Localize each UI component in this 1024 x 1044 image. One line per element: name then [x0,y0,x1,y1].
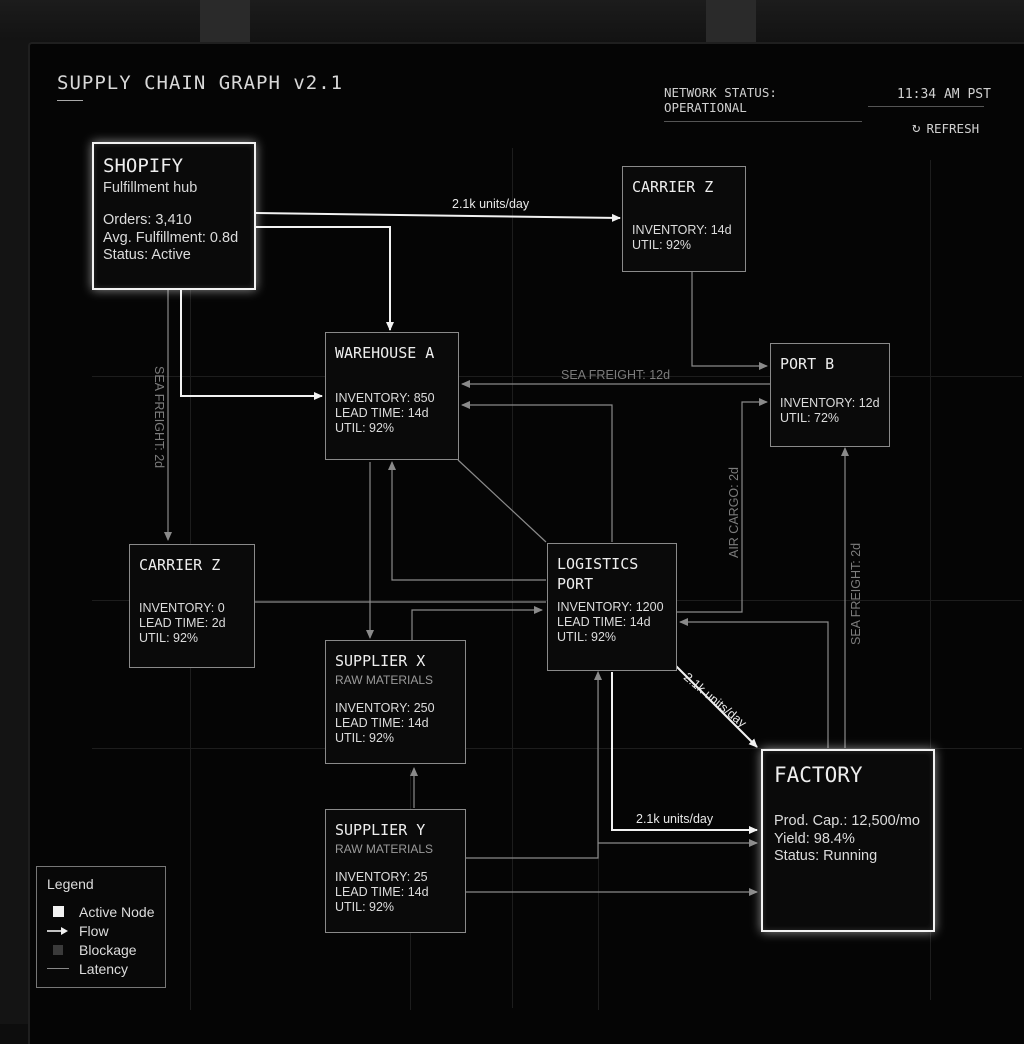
blockage-swatch-icon [53,944,63,955]
node-stat: UTIL: 92% [557,630,617,644]
refresh-icon: ↻ [912,120,921,136]
node-name: LOGISTICS [557,555,639,573]
legend-item: Blockage [47,940,155,959]
legend: Legend Active Node Flow Blockage Latency [36,866,166,988]
legend-label: Active Node [79,903,155,920]
node-supplier-x[interactable]: SUPPLIER X RAW MATERIALS INVENTORY: 250 … [325,640,466,764]
node-name: PORT B [780,355,835,373]
node-stat: INVENTORY: 12d [780,396,880,410]
legend-label: Latency [79,960,129,977]
flow-arrow-icon [47,926,69,936]
edge-label-sea-freight-right: SEA FREIGHT: 2d [849,542,863,645]
legend-item: Flow [47,921,155,940]
node-stat: INVENTORY: 14d [632,223,732,237]
node-warehouse-a[interactable]: WAREHOUSE A INVENTORY: 850 LEAD TIME: 14… [325,332,459,460]
network-status: NETWORK STATUS: OPERATIONAL [664,85,862,122]
background-wall-left [0,40,30,1024]
node-stat: Avg. Fulfillment: 0.8d [103,229,239,246]
background-post [200,0,250,48]
active-node-swatch-icon [52,906,64,917]
node-stat: UTIL: 92% [632,238,692,252]
node-shopify[interactable]: SHOPIFY Fulfillment hub Orders: 3,410 Av… [92,142,256,290]
node-stat: INVENTORY: 25 [335,870,428,884]
node-name: FACTORY [774,763,863,787]
node-carrier-z-top[interactable]: CARRIER Z INVENTORY: 14d UTIL: 92% [622,166,746,272]
node-name: CARRIER Z [632,178,714,196]
node-stat: LEAD TIME: 14d [335,885,429,899]
node-name: SHOPIFY [103,155,184,177]
grid-line [930,160,931,1000]
node-logistics-port[interactable]: LOGISTICS PORT INVENTORY: 1200 LEAD TIME… [547,543,677,671]
node-stat: LEAD TIME: 14d [557,615,651,629]
legend-label: Flow [79,922,109,939]
legend-item: Latency [47,959,155,978]
node-name: SUPPLIER X [335,652,426,670]
node-stat: LEAD TIME: 14d [335,406,429,420]
node-supplier-y[interactable]: SUPPLIER Y RAW MATERIALS INVENTORY: 25 L… [325,809,466,933]
clock-time: 11:34 AM PST [897,87,991,102]
edge-label-sea-freight-port: SEA FREIGHT: 12d [561,368,671,382]
title-underline [57,100,83,101]
node-stat: UTIL: 92% [139,631,199,645]
node-subtitle: RAW MATERIALS [335,673,434,687]
edge-label-sea-freight-left: SEA FREIGHT: 2d [152,366,166,469]
node-stat: UTIL: 72% [780,411,840,425]
page-title: SUPPLY CHAIN GRAPH v2.1 [57,72,344,94]
node-stat: Orders: 3,410 [103,212,192,228]
node-stat: Status: Running [774,848,878,864]
node-subtitle: Fulfillment hub [103,180,198,196]
node-factory[interactable]: FACTORY Prod. Cap.: 12,500/mo Yield: 98.… [761,749,935,932]
latency-line-icon [47,968,69,969]
legend-title: Legend [47,876,94,892]
node-carrier-z-left[interactable]: CARRIER Z INVENTORY: 0 LEAD TIME: 2d UTI… [129,544,255,668]
divider [868,106,984,107]
grid-line [92,376,1022,377]
edge-label-logistics-factory-h: 2.1k units/day [636,812,714,826]
node-stat: INVENTORY: 0 [139,601,225,615]
node-subtitle: RAW MATERIALS [335,842,434,856]
node-port-b[interactable]: PORT B INVENTORY: 12d UTIL: 72% [770,343,890,447]
edge-label-air-cargo: AIR CARGO: 2d [727,467,741,558]
node-stat: Status: Active [103,247,191,263]
node-stat: Yield: 98.4% [774,830,855,847]
grid-line [512,148,513,1008]
node-name: CARRIER Z [139,556,221,574]
edge-label-shopify-carrier: 2.1k units/day [452,197,530,211]
node-stat: Prod. Cap.: 12,500/mo [774,813,920,829]
node-name: SUPPLIER Y [335,821,426,839]
background-wall [0,0,1024,48]
node-stat: LEAD TIME: 2d [139,616,226,630]
node-name-line2: PORT [557,575,594,593]
legend-label: Blockage [79,941,137,958]
legend-item: Active Node [47,902,155,921]
background-post [706,0,756,48]
node-stat: INVENTORY: 250 [335,701,435,715]
node-stat: UTIL: 92% [335,900,395,914]
node-stat: UTIL: 92% [335,421,395,435]
node-stat: INVENTORY: 850 [335,391,435,405]
node-stat: INVENTORY: 1200 [557,600,664,614]
node-stat: LEAD TIME: 14d [335,716,429,730]
node-name: WAREHOUSE A [335,344,435,362]
node-stat: UTIL: 92% [335,731,395,745]
refresh-button[interactable]: ↻ REFRESH [912,120,979,136]
refresh-label: REFRESH [926,120,980,136]
